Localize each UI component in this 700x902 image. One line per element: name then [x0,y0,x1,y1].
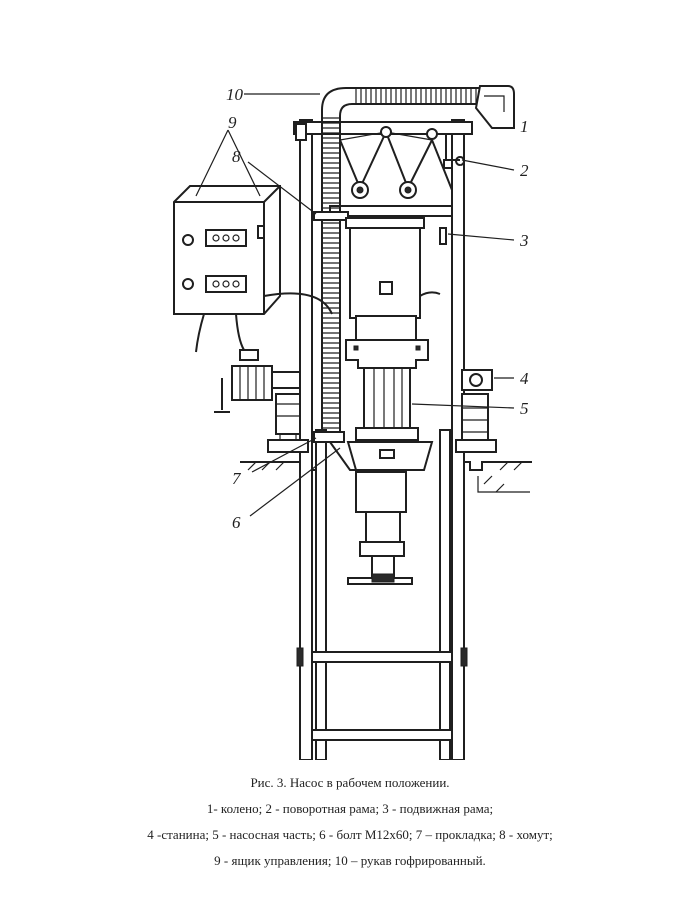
callout-9: 9 [228,113,237,132]
pump-part [345,339,434,585]
callout-5: 5 [520,399,529,418]
callout-labels: 10 9 8 1 2 3 4 5 7 6 [226,85,529,532]
callout-8: 8 [232,147,241,166]
elbow [474,85,515,129]
leader-lines [195,93,515,517]
callout-2: 2 [520,161,529,180]
caption-line-1: 1- колено; 2 - поворотная рама; 3 - подв… [206,801,494,816]
pump-assembly-drawing: 10 9 8 1 2 3 4 5 7 6 [173,85,532,760]
callout-7: 7 [232,469,242,488]
corrugated-hose [321,87,482,440]
right-bracket [455,369,497,453]
clamp [313,211,349,221]
callout-4: 4 [520,369,529,388]
caption-line-2: 4 -станина; 5 - насосная часть; 6 - болт… [147,827,553,842]
motor [345,217,425,341]
figure-caption: Рис. 3. Насос в рабочем положении. 1- ко… [0,770,700,874]
callout-6: 6 [232,513,241,532]
rotating-frame [293,121,473,199]
winch [214,349,309,453]
callout-3: 3 [519,231,529,250]
callout-10: 10 [226,85,244,104]
callout-1: 1 [520,117,529,136]
caption-title: Рис. 3. Насос в рабочем положении. [250,775,450,790]
gasket-and-bolt [313,431,380,471]
control-box [173,185,441,353]
caption-line-3: 9 - ящик управления; 10 – рукав гофриров… [214,853,486,868]
